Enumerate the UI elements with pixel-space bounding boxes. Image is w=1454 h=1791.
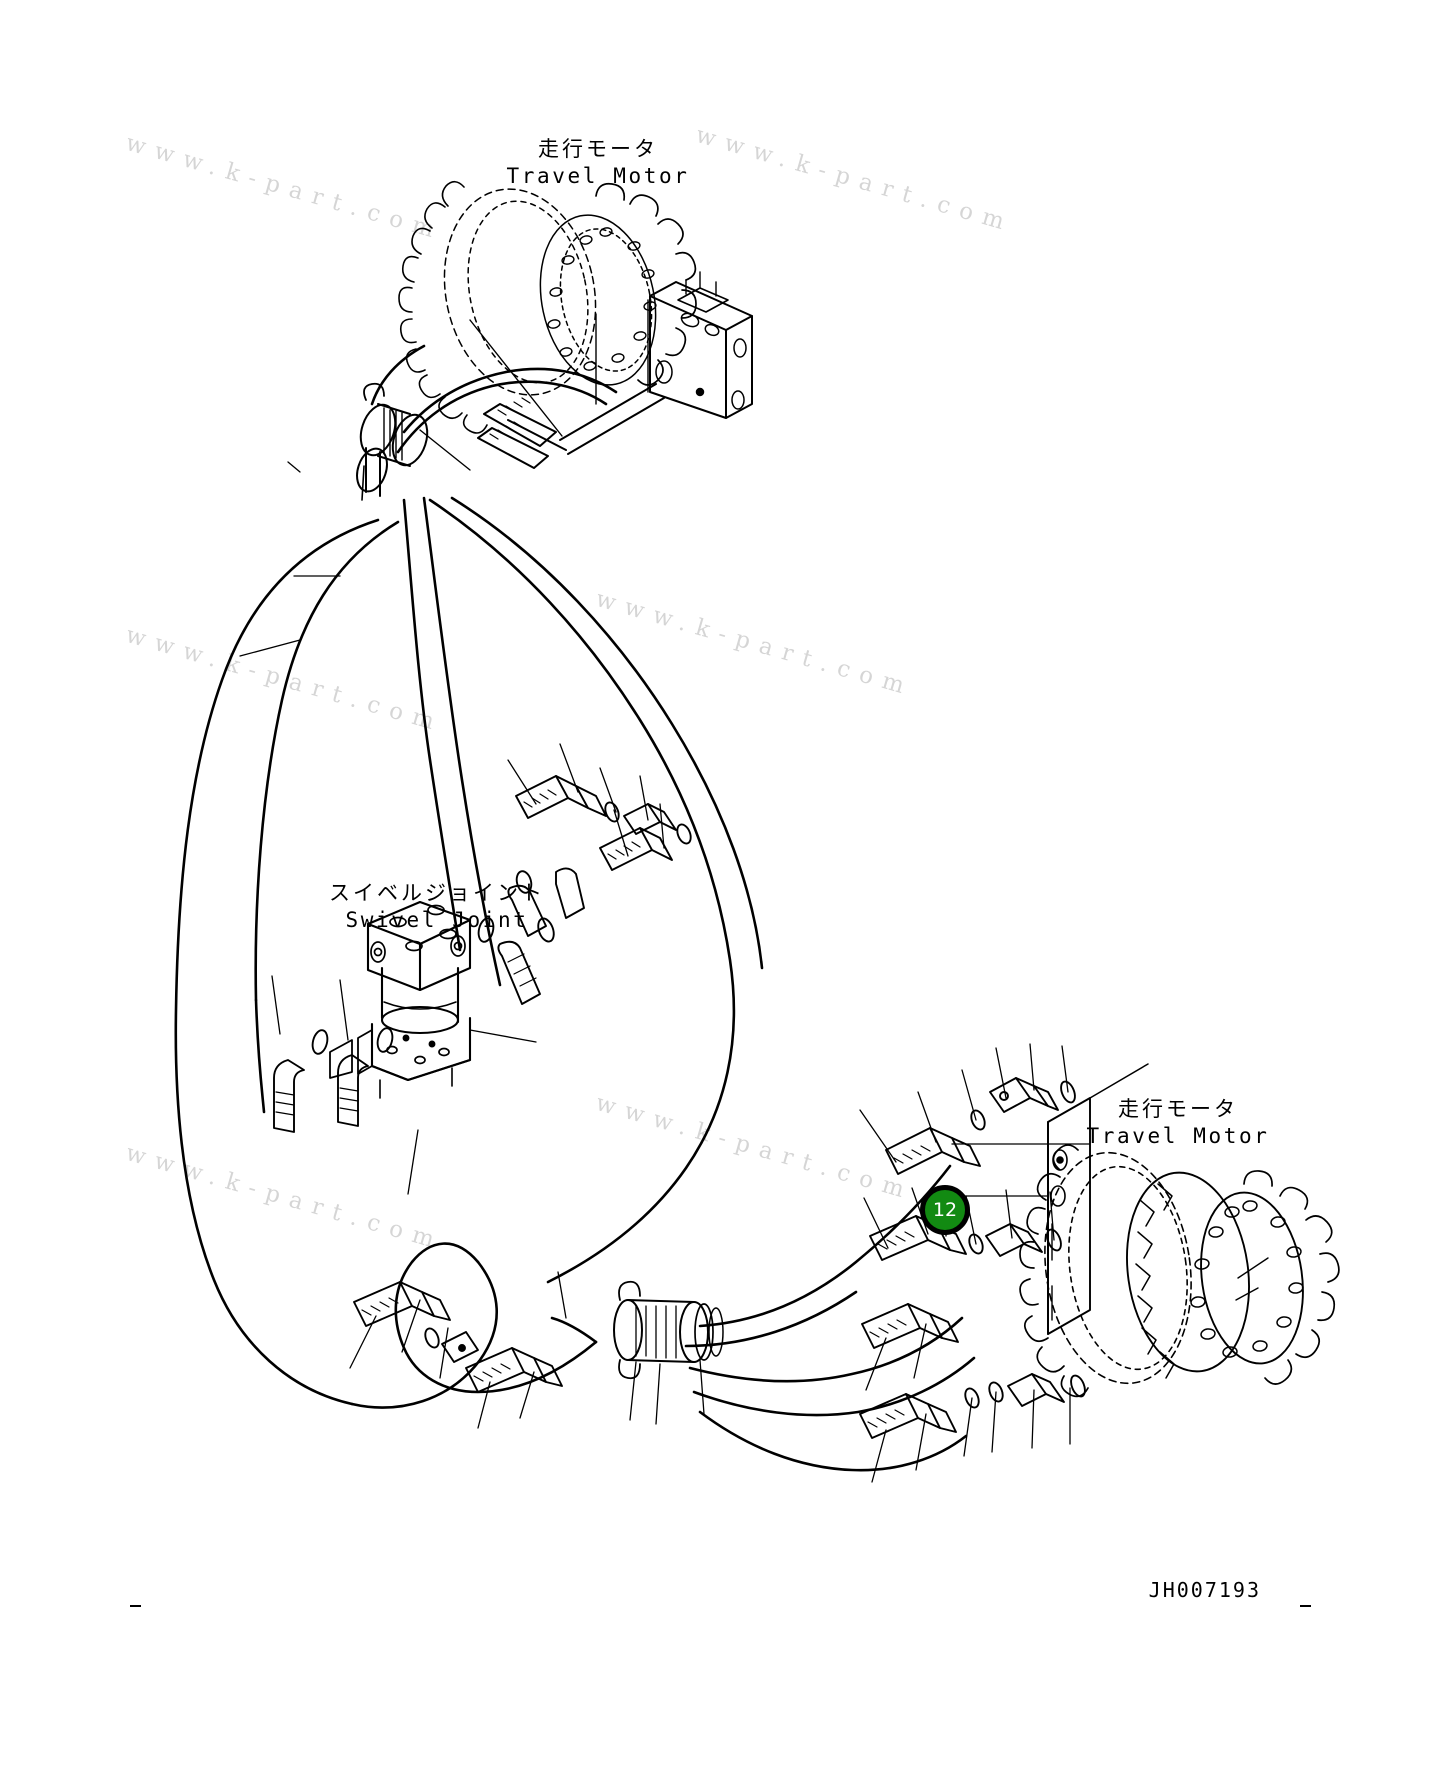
hose-to-right-motor-lower-b — [692, 1356, 976, 1417]
hose-right-major — [428, 498, 736, 1284]
label-travel-motor-right-en: Travel Motor — [1086, 1123, 1270, 1148]
hose-center-vertical-a — [402, 498, 462, 952]
hose-left-inner-b — [254, 998, 266, 1114]
callout-marker-12-number: 12 — [932, 1198, 958, 1221]
label-swivel-joint-en: Swivel Joint — [345, 907, 529, 932]
hose-bottom-left-return — [350, 1260, 499, 1409]
center-joint-boot-lower — [613, 1280, 724, 1425]
swivel-joint-graphic — [329, 900, 472, 1099]
hose-left-outer — [174, 518, 380, 1406]
corner-tick-left — [130, 1605, 141, 1607]
label-travel-motor-top: 走行モータ Travel Motor — [507, 136, 690, 190]
hose-boot-left-stub — [550, 1316, 598, 1344]
swivel-joint-fittings — [273, 867, 585, 1133]
hose-left-inner-a — [254, 520, 400, 1002]
hose-end-cluster-bottom-left — [349, 1281, 563, 1429]
travel-motor-right-graphic — [945, 1063, 1340, 1398]
travel-motor-top-graphic — [398, 180, 753, 471]
hose-upper-stub — [370, 344, 426, 406]
hose-to-right-motor-mid — [684, 1290, 858, 1348]
hose-center-vertical-b — [422, 496, 502, 987]
hose-right-major-b — [450, 496, 764, 970]
hose-end-cluster-upper — [507, 743, 692, 871]
label-travel-motor-right-jp: 走行モータ — [1117, 1097, 1238, 1121]
hose-to-right-motor-lower-a — [688, 1316, 964, 1383]
drawing-number: JH007193 — [1148, 1578, 1261, 1602]
hose-end-cluster-right — [859, 1043, 1086, 1483]
label-swivel-joint: スイベルジョイント Swivel Joint — [329, 880, 545, 934]
center-joint-boot-upper — [356, 382, 429, 501]
hose-to-right-motor-lowest — [698, 1410, 968, 1472]
hose-upper-to-motor-a — [402, 367, 618, 434]
label-swivel-joint-jp: スイベルジョイント — [329, 881, 545, 905]
label-travel-motor-right: 走行モータ Travel Motor — [1087, 1096, 1270, 1150]
label-travel-motor-top-jp: 走行モータ — [537, 137, 658, 161]
hose-upper-to-motor-b — [396, 380, 608, 454]
corner-tick-right — [1300, 1605, 1311, 1607]
label-travel-motor-top-en: Travel Motor — [506, 163, 690, 188]
callout-marker-12[interactable]: 12 — [920, 1185, 970, 1235]
